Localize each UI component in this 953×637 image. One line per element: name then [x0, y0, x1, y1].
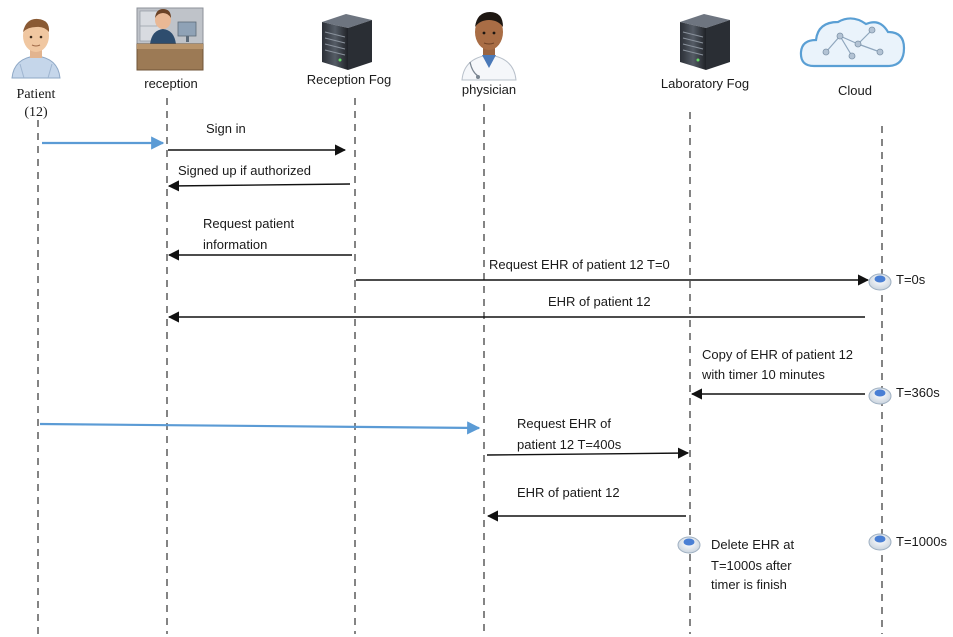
reception-label: reception	[144, 76, 197, 91]
cloud-network-icon	[799, 17, 906, 68]
server-icon	[680, 14, 730, 70]
patient-icon	[11, 18, 61, 79]
time-label-t0: T=0s	[896, 272, 926, 287]
server-icon	[322, 14, 372, 70]
timer-marker-icon	[677, 536, 701, 554]
timer-marker-icon	[868, 533, 892, 551]
delete-note-line3: timer is finish	[711, 577, 787, 592]
timer-marker-icon	[868, 273, 892, 291]
copy-ehr-message-line1: Copy of EHR of patient 12	[702, 347, 853, 362]
ehr-to-physician-message: EHR of patient 12	[517, 485, 620, 500]
patient-id-label: (12)	[24, 105, 48, 120]
signed-up-arrow	[167, 180, 351, 192]
delete-note-line1: Delete EHR at	[711, 537, 794, 552]
time-label-t1000: T=1000s	[896, 534, 947, 549]
laboratory-fog-label: Laboratory Fog	[661, 76, 749, 91]
request-ehr-cloud-message: Request EHR of patient 12 T=0	[489, 257, 670, 272]
patient-label: Patient	[17, 87, 56, 102]
ehr-to-reception-message: EHR of patient 12	[548, 294, 651, 309]
copy-ehr-message-line2: with timer 10 minutes	[701, 367, 825, 382]
signed-up-message: Signed up if authorized	[178, 163, 311, 178]
request-ehr-lab-message-line2: patient 12 T=400s	[517, 437, 622, 452]
doctor-icon	[461, 12, 517, 81]
patient-to-physician-arrow	[39, 421, 481, 435]
cloud-label: Cloud	[838, 83, 872, 98]
request-ehr-lab-arrow	[486, 447, 690, 459]
timer-marker-icon	[868, 387, 892, 405]
reception-fog-label: Reception Fog	[307, 72, 392, 87]
physician-label: physician	[462, 82, 516, 97]
request-info-message-line1: Request patient	[203, 216, 294, 231]
request-ehr-lab-message-line1: Request EHR of	[517, 416, 611, 431]
time-label-t360: T=360s	[896, 385, 940, 400]
receptionist-icon	[136, 7, 204, 71]
request-info-message-line2: information	[203, 237, 267, 252]
sign-in-message: Sign in	[206, 121, 246, 136]
delete-note-line2: T=1000s after	[711, 558, 792, 573]
